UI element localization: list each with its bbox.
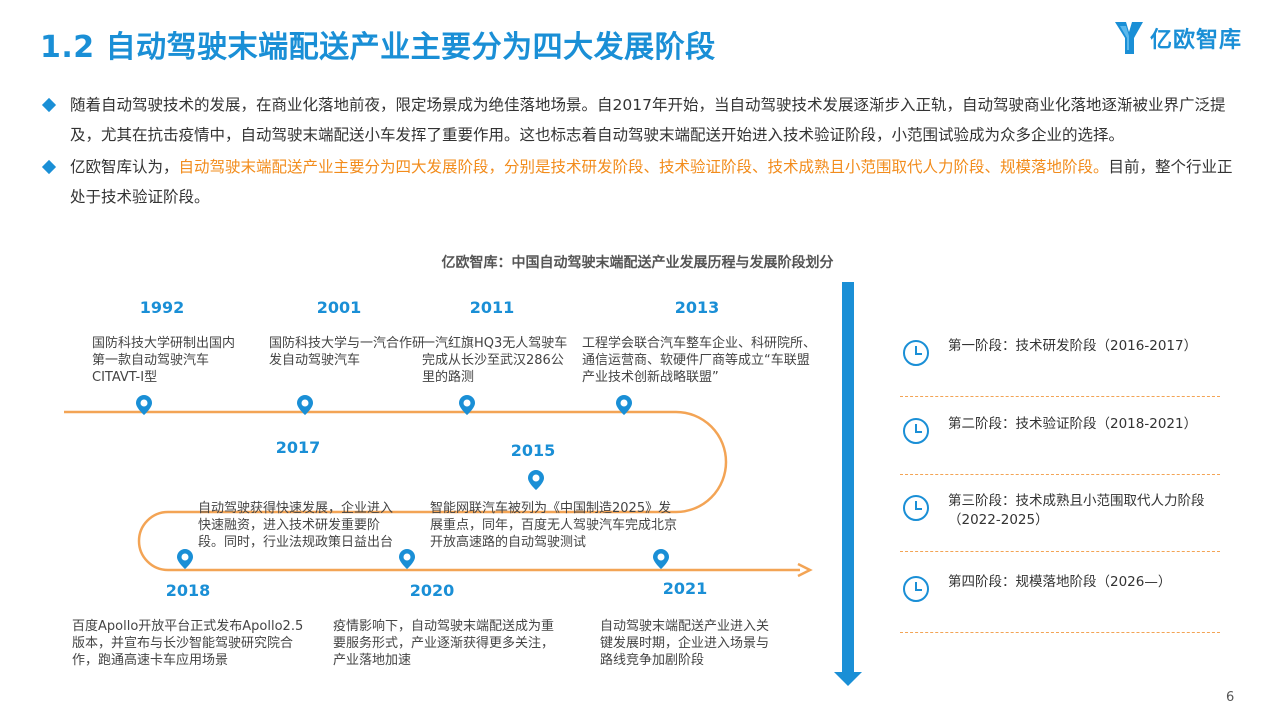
timeline-event: 疫情影响下，自动驾驶末端配送成为重要服务形式，产业逐渐获得更多关注，产业落地加速 — [333, 619, 555, 668]
bullet-text-tail: 目前，整个行业正处于技术验证阶段。 — [70, 158, 1233, 206]
page-title: 1.2 自动驾驶末端配送产业主要分为四大发展阶段 — [40, 30, 716, 65]
location-pin-icon — [459, 395, 475, 415]
stage-label: 第二阶段：技术验证阶段（2018-2021） — [948, 416, 1198, 432]
timeline-year: 2020 — [409, 581, 455, 600]
stage-divider — [900, 474, 1220, 475]
timeline-year: 2018 — [165, 581, 211, 600]
stage-item: 第三阶段：技术成熟且小范围取代人力阶段（2022-2025） — [900, 482, 1220, 552]
timeline-event: 智能网联汽车被列为《中国制造2025》发展重点，同年，百度无人驾驶汽车完成北京开… — [430, 501, 678, 550]
clock-icon — [903, 495, 929, 521]
stage-item: 第四阶段：规模落地阶段（2026—） — [900, 563, 1220, 633]
logo-icon — [1115, 22, 1143, 54]
location-pin-icon — [136, 395, 152, 415]
bullet-item: 亿欧智库认为，自动驾驶末端配送产业主要分为四大发展阶段，分别是技术研发阶段、技术… — [41, 152, 1244, 212]
location-pin-icon — [297, 395, 313, 415]
timeline-event: 自动驾驶获得快速发展，企业进入快速融资，进入技术研发重要阶段。同时，行业法规政策… — [198, 501, 394, 550]
bullet-list: 随着自动驾驶技术的发展，在商业化落地前夜，限定场景成为绝佳落地场景。自2017年… — [41, 90, 1244, 214]
location-pin-icon — [616, 395, 632, 415]
stage-divider — [900, 396, 1220, 397]
bullet-text: 亿欧智库认为， — [70, 158, 179, 176]
clock-icon — [903, 576, 929, 602]
stage-divider — [900, 551, 1220, 552]
stage-label: 第四阶段：规模落地阶段（2026—） — [948, 574, 1172, 590]
location-pin-icon — [653, 549, 669, 569]
location-pin-icon — [528, 470, 544, 490]
clock-icon — [903, 340, 929, 366]
stage-label: 第一阶段：技术研发阶段（2016-2017） — [948, 338, 1198, 354]
bullet-text: 随着自动驾驶技术的发展，在商业化落地前夜，限定场景成为绝佳落地场景。自2017年… — [70, 96, 1226, 144]
location-pin-icon — [177, 549, 193, 569]
timeline-event: 国防科技大学与一汽合作研发自动驾驶汽车 — [269, 336, 426, 368]
bullet-item: 随着自动驾驶技术的发展，在商业化落地前夜，限定场景成为绝佳落地场景。自2017年… — [41, 90, 1244, 150]
chart-title: 亿欧智库：中国自动驾驶末端配送产业发展历程与发展阶段划分 — [441, 255, 834, 271]
timeline-event: 一汽红旗HQ3无人驾驶车完成从长沙至武汉286公里的路测 — [422, 336, 568, 385]
timeline-year: 2001 — [316, 298, 362, 317]
clock-icon — [903, 418, 929, 444]
page-number: 6 — [1226, 690, 1235, 705]
timeline-year: 2017 — [275, 438, 321, 457]
timeline-event: 工程学会联合汽车整车企业、科研院所、通信运营商、软硬件厂商等成立“车联盟产业技术… — [582, 336, 817, 385]
timeline-event: 国防科技大学研制出国内第一款自动驾驶汽车CITAVT-I型 — [92, 336, 236, 385]
stage-divider — [900, 632, 1220, 633]
vertical-arrow-shaft — [842, 282, 854, 674]
timeline-year: 2011 — [469, 298, 515, 317]
timeline-year: 2021 — [662, 579, 708, 598]
timeline-year: 2015 — [510, 441, 556, 460]
location-pin-icon — [399, 549, 415, 569]
stage-item: 第一阶段：技术研发阶段（2016-2017） — [900, 327, 1220, 397]
bullet-highlight: 自动驾驶末端配送产业主要分为四大发展阶段，分别是技术研发阶段、技术验证阶段、技术… — [178, 158, 1109, 176]
timeline-year: 2013 — [674, 298, 720, 317]
stage-item: 第二阶段：技术验证阶段（2018-2021） — [900, 405, 1220, 475]
timeline-event: 百度Apollo开放平台正式发布Apollo2.5版本，并宣布与长沙智能驾驶研究… — [72, 619, 304, 668]
timeline-year: 1992 — [139, 298, 185, 317]
timeline-event: 自动驾驶末端配送产业进入关键发展时期，企业进入场景与路线竞争加剧阶段 — [600, 619, 770, 668]
vertical-arrow-head — [834, 672, 862, 686]
logo-text: 亿欧智库 — [1150, 28, 1243, 53]
stage-label: 第三阶段：技术成熟且小范围取代人力阶段（2022-2025） — [948, 493, 1205, 528]
